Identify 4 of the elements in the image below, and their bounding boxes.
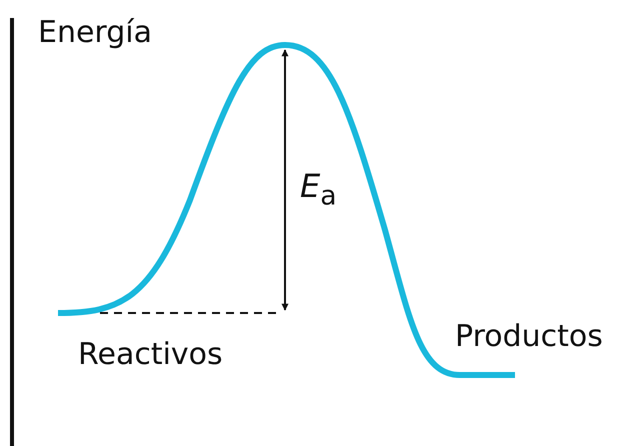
axis-title: Energía (38, 18, 152, 48)
products-label: Productos (455, 322, 603, 352)
reactants-label: Reactivos (78, 340, 223, 370)
activation-energy-label: E$_{a}$ (300, 170, 337, 210)
